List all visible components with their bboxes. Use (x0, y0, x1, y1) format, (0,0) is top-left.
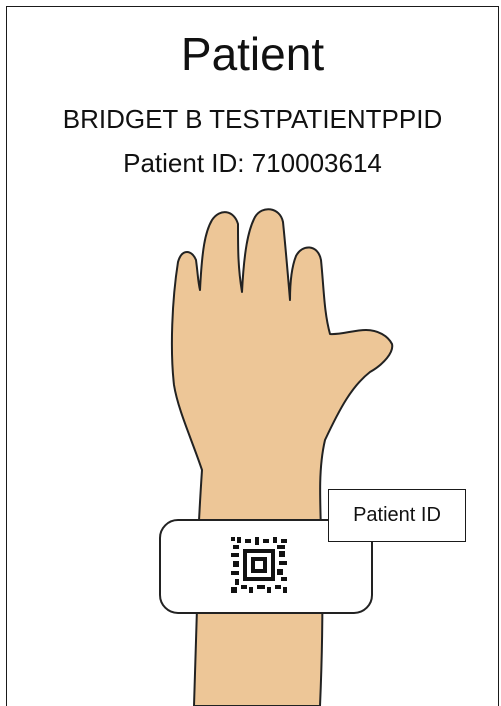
hand-icon (172, 209, 392, 706)
barcode-icon (231, 537, 287, 593)
patient-id-callout: Patient ID (328, 489, 466, 542)
